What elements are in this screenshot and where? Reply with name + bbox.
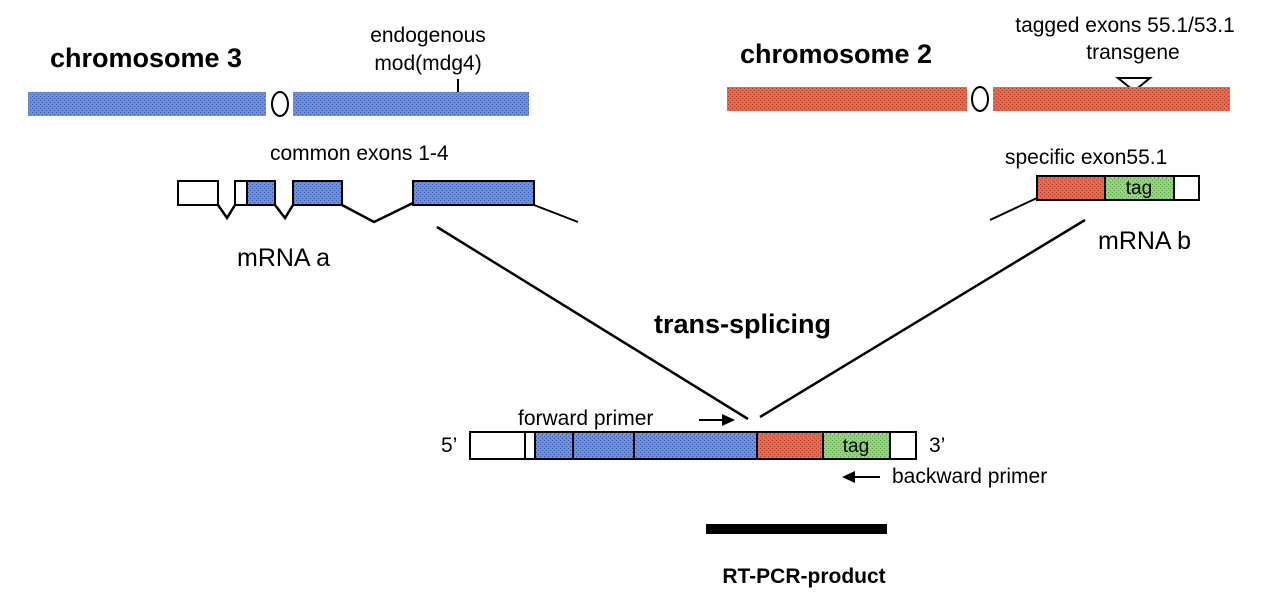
tagged-exons-label: tagged exons 55.1/53.1 <box>1015 14 1235 37</box>
rt-pcr-product-bar <box>706 524 887 534</box>
mrna-b-end <box>1173 175 1200 201</box>
three-prime-label: 3’ <box>929 434 945 457</box>
chromosome-3-left-arm <box>28 92 266 116</box>
chromosome-2-left-arm <box>727 87 967 111</box>
backward-primer-label: backward primer <box>892 465 1047 488</box>
product-specific-exon <box>756 431 824 460</box>
chromosome-2-right-arm <box>993 87 1230 111</box>
mrna-a-exon-2-blue <box>246 180 276 206</box>
mrna-a-3-prime-tail <box>533 204 579 223</box>
mrna-a-exon-1 <box>177 180 219 206</box>
chromosome-3-right-arm <box>293 92 529 116</box>
five-prime-label: 5’ <box>441 434 457 457</box>
mrna-b-tag-label: tag <box>1126 178 1152 199</box>
backward-primer-arrow <box>842 471 880 483</box>
spliced-product: tag <box>469 431 917 460</box>
transgene-insertion-marker <box>1115 77 1153 93</box>
mrna-a-exon-3 <box>292 180 343 206</box>
chromosome-3-centromere <box>271 91 289 117</box>
product-utr <box>469 431 526 460</box>
transgene-label: transgene <box>1086 41 1179 64</box>
specific-exon-label: specific exon55.1 <box>1005 146 1167 169</box>
mrna-b-label: mRNA b <box>1098 227 1191 255</box>
mod-mdg4-label: mod(mdg4) <box>374 52 481 75</box>
common-exons-label: common exons 1-4 <box>270 142 449 165</box>
mrna-b-5-prime-tail <box>989 197 1038 221</box>
forward-primer-label: forward primer <box>518 407 653 430</box>
rt-pcr-product-label: RT-PCR-product <box>722 565 885 588</box>
product-3-prime-end <box>889 431 917 460</box>
mrna-a-exon-2-white <box>234 180 248 206</box>
product-exon-2 <box>534 431 574 460</box>
chromosome-2-title: chromosome 2 <box>740 39 932 69</box>
product-exon-3 <box>572 431 635 460</box>
splice-line-right <box>759 218 1086 419</box>
trans-splicing-label: trans-splicing <box>654 309 831 339</box>
mrna-b: tag <box>989 175 1200 221</box>
product-white-segment <box>524 431 536 460</box>
product-tag-label: tag <box>843 436 869 457</box>
forward-primer-arrow <box>699 414 735 426</box>
chromosome-3-title: chromosome 3 <box>50 43 242 73</box>
mrna-b-exon-red <box>1036 175 1106 201</box>
mrna-b-tag-box <box>1104 175 1175 201</box>
mrna-a-exon-4 <box>412 180 535 206</box>
product-exon-4 <box>633 431 758 460</box>
splice-line-left <box>436 225 749 421</box>
endogenous-label: endogenous <box>370 24 486 47</box>
mrna-a <box>177 180 579 224</box>
mrna-a-label: mRNA a <box>237 244 330 272</box>
chromosome-2-centromere <box>971 86 989 112</box>
